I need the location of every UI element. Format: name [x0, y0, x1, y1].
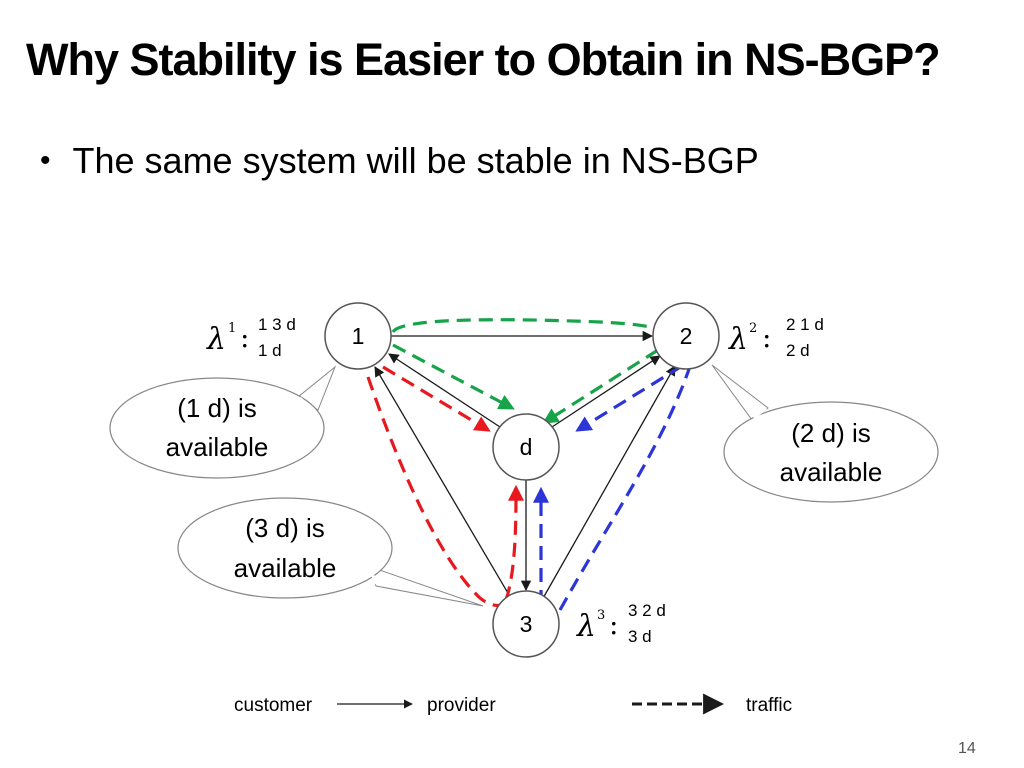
pref-2-route-2: 2 d [786, 341, 810, 360]
edge-3-to-1 [374, 366, 513, 601]
legend-customer: customer [234, 695, 313, 716]
pref-list-2: λ 2 : 2 1 d 2 d [728, 315, 824, 360]
pref-1-colon: : [240, 321, 249, 354]
traffic-blue-3-to-2 [558, 354, 692, 611]
bullet-text: The same system will be stable in NS-BGP [72, 140, 759, 181]
pref-2-sup: 2 [749, 321, 757, 336]
pref-list-3: λ 3 : 3 2 d 3 d [576, 601, 666, 646]
bullet-item: • The same system will be stable in NS-B… [40, 140, 759, 182]
callout-3d: (3 d) is available [177, 497, 484, 607]
pref-2-route-1: 2 1 d [786, 315, 824, 334]
node-2: 2 [652, 302, 720, 370]
pref-1-route-2: 1 d [258, 341, 282, 360]
node-d: d [492, 413, 560, 481]
traffic-paths [366, 318, 692, 611]
traffic-green-2-to-d [542, 348, 659, 424]
pref-1-symbol: λ [206, 322, 226, 357]
callout-2d-line2: available [780, 457, 883, 487]
pref-1-route-1: 1 3 d [258, 315, 296, 334]
pref-1-sup: 1 [228, 321, 236, 336]
pref-3-colon: : [609, 608, 618, 641]
legend: customer provider traffic [234, 693, 792, 716]
legend-traffic: traffic [746, 695, 792, 716]
edge-3-to-2 [541, 365, 676, 601]
node-3: 3 [492, 590, 560, 658]
pref-list-1: λ 1 : 1 3 d 1 d [206, 315, 296, 360]
callout-1d-line1: (1 d) is [177, 393, 256, 423]
traffic-green-top [391, 318, 669, 335]
bullet-list: • The same system will be stable in NS-B… [40, 140, 759, 182]
slide-title: Why Stability is Easier to Obtain in NS-… [26, 34, 941, 85]
traffic-blue-2-to-d [575, 364, 683, 432]
callout-3d-line1: (3 d) is [245, 513, 324, 543]
callout-3d-line2: available [234, 553, 337, 583]
traffic-red-3-to-1 [366, 376, 509, 608]
callout-1d: (1 d) is available [109, 365, 337, 479]
callout-1d-line2: available [166, 432, 269, 462]
node-d-label: d [520, 434, 533, 460]
pref-2-symbol: λ [728, 322, 748, 357]
pref-3-route-1: 3 2 d [628, 601, 666, 620]
traffic-red-3-to-d [504, 484, 524, 601]
node-2-label: 2 [680, 323, 693, 349]
bullet-dot-icon: • [40, 144, 51, 177]
legend-provider: provider [427, 695, 496, 716]
node-1: 1 [324, 302, 392, 370]
pref-3-symbol: λ [576, 609, 596, 644]
pref-2-colon: : [762, 321, 771, 354]
edge-d-to-1 [388, 353, 501, 428]
edge-d-to-2 [551, 355, 661, 428]
pref-3-sup: 3 [597, 608, 605, 623]
callout-2d-line1: (2 d) is [791, 418, 870, 448]
traffic-red-1-to-d [382, 365, 491, 432]
node-1-label: 1 [352, 323, 365, 349]
page-number: 14 [958, 740, 976, 757]
customer-provider-edges [374, 330, 676, 601]
node-3-label: 3 [520, 611, 533, 637]
pref-3-route-2: 3 d [628, 627, 652, 646]
callout-2d: (2 d) is available [711, 364, 939, 503]
traffic-green-1-to-d [392, 343, 515, 410]
